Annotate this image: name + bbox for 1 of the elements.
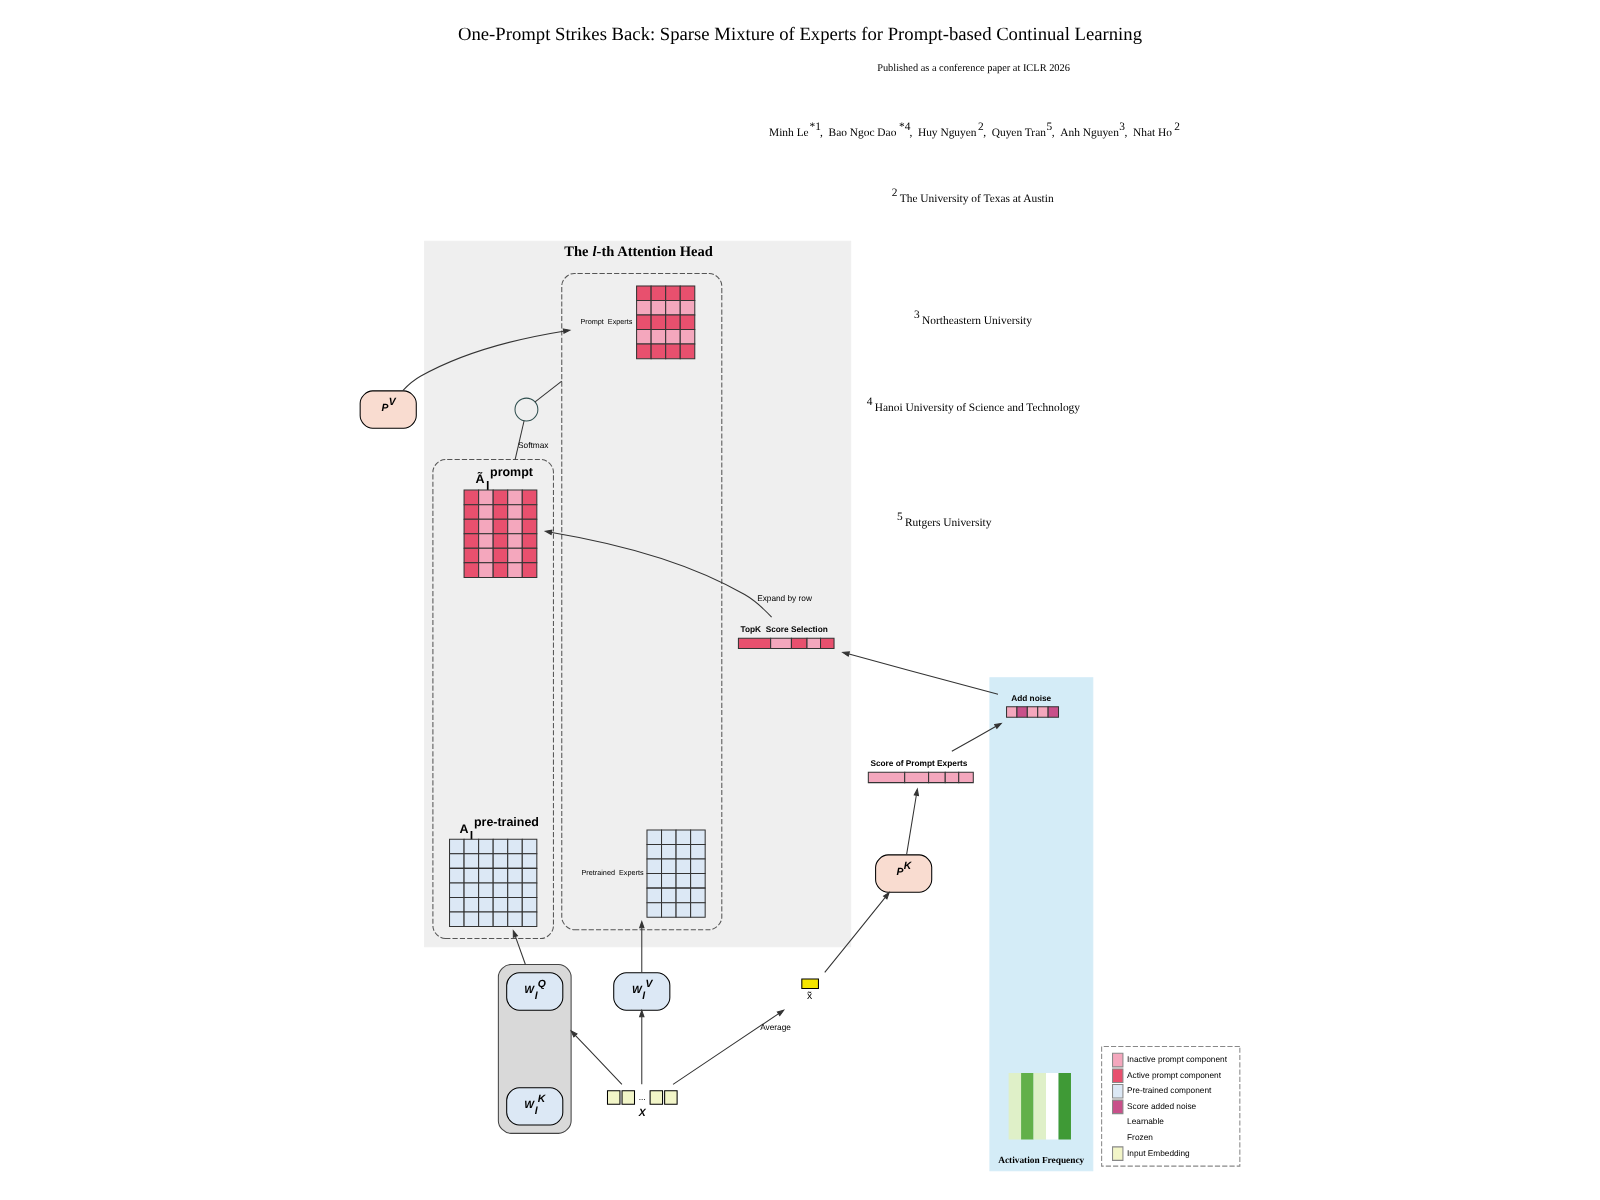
diagram-title: One-Prompt Strikes Back: Sparse Mixture of Experts for Prompt-based Continual Learning	[457, 26, 1143, 47]
